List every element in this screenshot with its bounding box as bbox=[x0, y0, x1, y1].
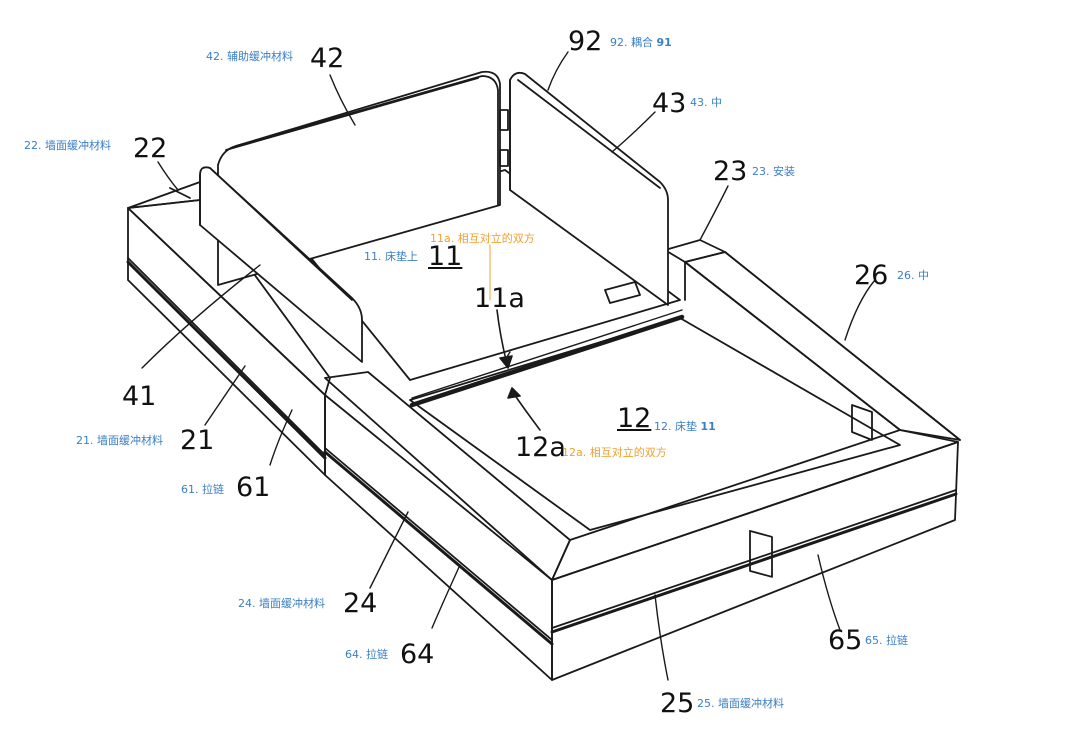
ann-26: 26. 中 bbox=[897, 269, 929, 282]
ann-61: 61. 拉链 bbox=[181, 483, 224, 496]
ann-65: 65. 拉链 bbox=[865, 634, 908, 647]
ann-11: 11. 床垫上 bbox=[364, 250, 418, 263]
num-42: 42 bbox=[310, 43, 345, 74]
num-43: 43 bbox=[652, 88, 687, 119]
ann-92: 92. 耦合 91 bbox=[610, 36, 672, 49]
num-22: 22 bbox=[133, 133, 168, 164]
mattress-seam bbox=[409, 314, 685, 408]
ann-21: 21. 墙面缓冲材料 bbox=[76, 434, 163, 447]
num-12a: 12a bbox=[515, 432, 566, 463]
num-41: 41 bbox=[122, 381, 157, 412]
ann-22: 22. 墙面缓冲材料 bbox=[24, 139, 111, 152]
num-21: 21 bbox=[180, 425, 215, 456]
auxiliary-cushion-42 bbox=[217, 70, 501, 286]
ann-12a: 12a. 相互对立的双方 bbox=[562, 446, 667, 459]
ann-43: 43. 中 bbox=[690, 96, 722, 109]
ann-25: 25. 墙面缓冲材料 bbox=[697, 697, 784, 710]
wall-cushion-25 bbox=[550, 429, 959, 681]
num-26: 26 bbox=[854, 260, 889, 291]
wall-cushion-23 bbox=[664, 239, 726, 263]
ann-24: 24. 墙面缓冲材料 bbox=[238, 597, 325, 610]
num-24: 24 bbox=[343, 588, 378, 619]
num-92: 92 bbox=[568, 26, 603, 57]
auxiliary-cushion-41 bbox=[199, 166, 363, 363]
num-11: 11 bbox=[428, 241, 463, 272]
ann-42: 42. 辅助缓冲材料 bbox=[206, 50, 293, 63]
num-23: 23 bbox=[713, 156, 748, 187]
num-12: 12 bbox=[617, 403, 652, 434]
arrow-11a bbox=[496, 309, 513, 369]
attachment-tab bbox=[604, 281, 641, 304]
ann-23: 23. 安装 bbox=[752, 165, 795, 178]
ann-64: 64. 拉链 bbox=[345, 648, 388, 661]
wall-cushion-26 bbox=[684, 251, 961, 578]
ann-11a: 11a. 相互对立的双方 bbox=[430, 232, 535, 245]
auxiliary-cushion-43 bbox=[509, 71, 669, 306]
coupling-92 bbox=[499, 109, 509, 167]
num-64: 64 bbox=[400, 639, 435, 670]
wall-cushion-24 bbox=[323, 371, 571, 681]
num-61: 61 bbox=[236, 472, 271, 503]
num-65: 65 bbox=[828, 625, 863, 656]
num-11a: 11a bbox=[474, 283, 525, 314]
num-25: 25 bbox=[660, 688, 695, 719]
arrow-12a bbox=[507, 387, 541, 431]
ann-12: 12. 床垫 11 bbox=[654, 420, 716, 433]
